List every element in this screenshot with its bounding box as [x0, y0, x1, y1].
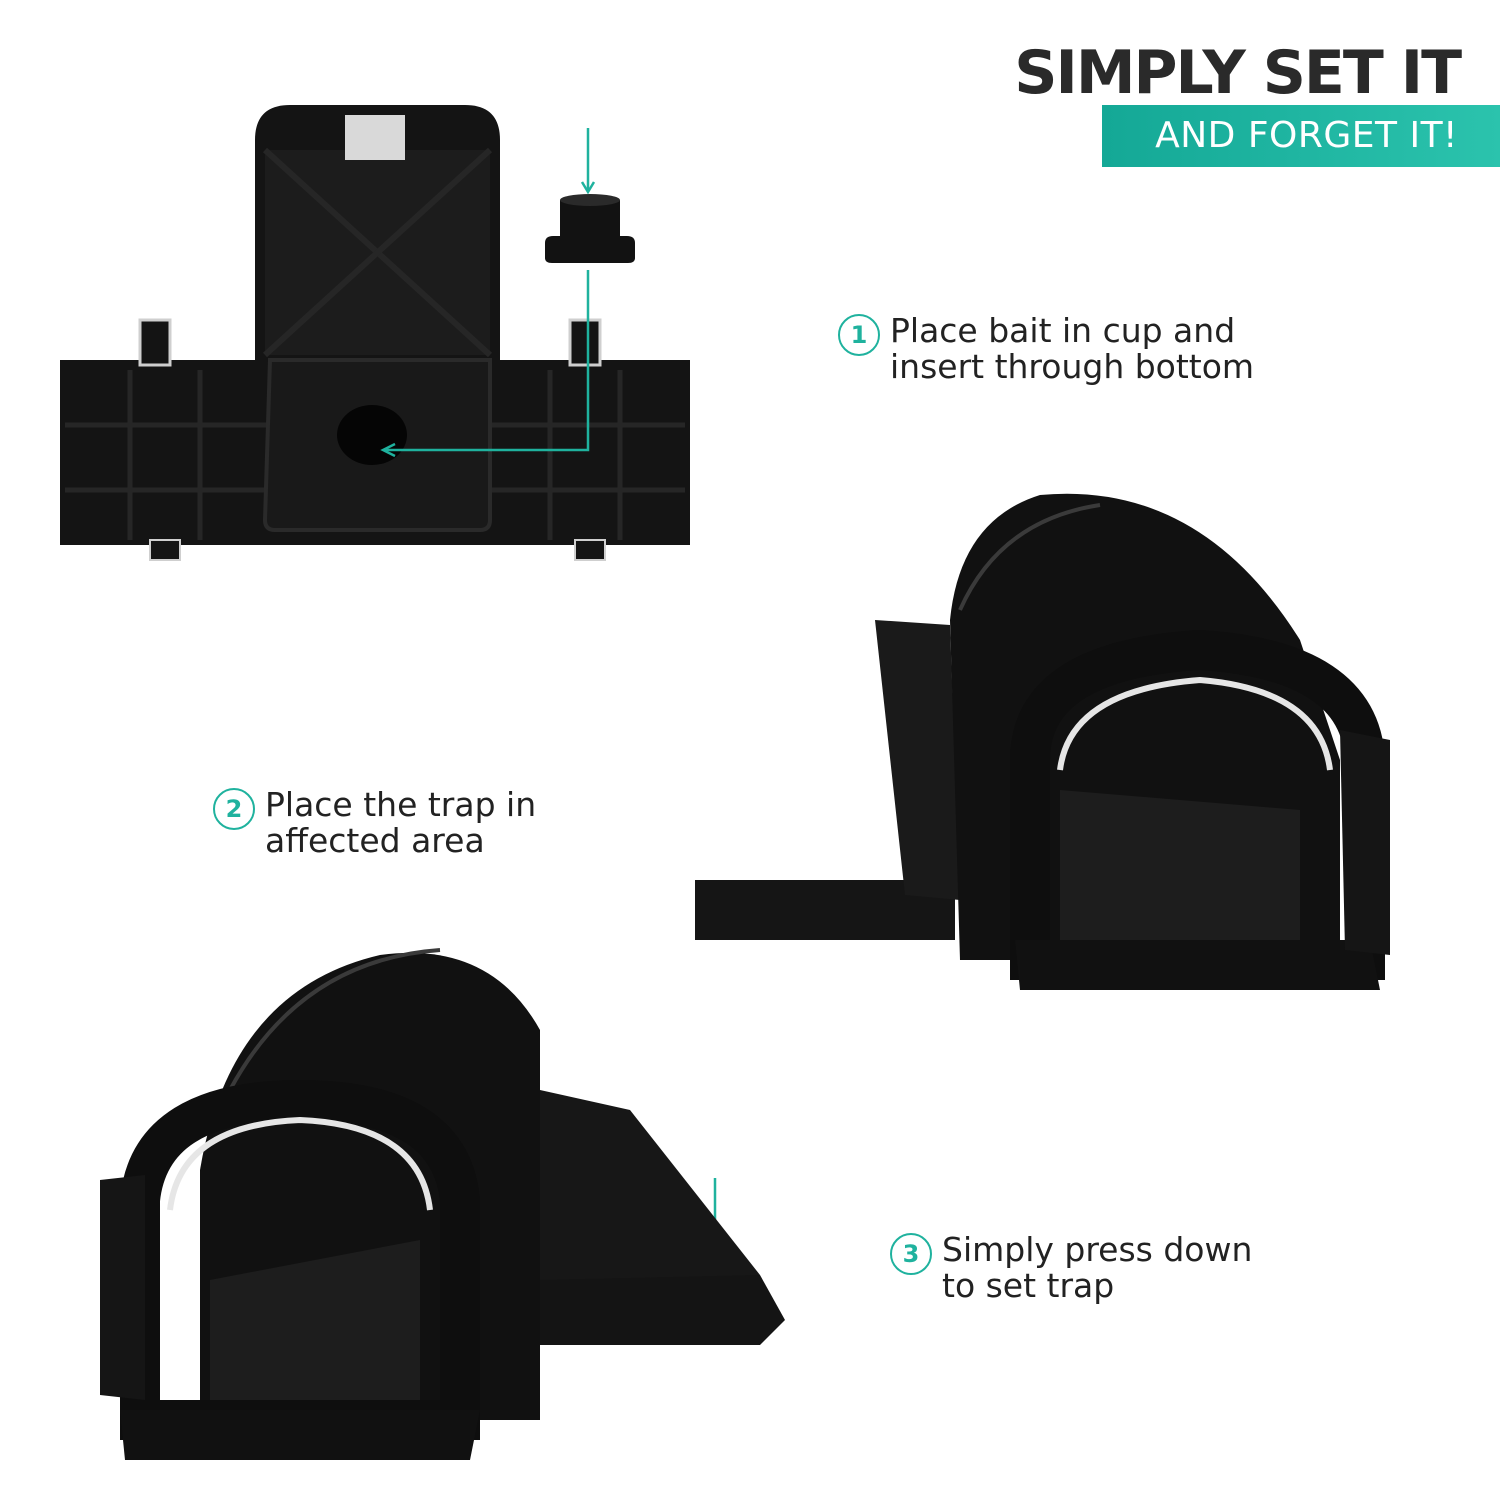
trap-bottom-view [60, 105, 690, 561]
subheadline-banner: AND FORGET IT! [1102, 105, 1500, 167]
step-1-line-2: insert through bottom [890, 347, 1255, 386]
bait-cup [545, 194, 635, 263]
step-2-line-2: affected area [265, 821, 485, 860]
step-1-number-badge: 1 [838, 314, 880, 356]
insert-arrow [380, 128, 596, 458]
subheadline: AND FORGET IT! [1155, 115, 1458, 156]
step-3-line-2: to set trap [942, 1266, 1115, 1305]
step-2-number-badge: 2 [213, 788, 255, 830]
step-2-text: Place the trap in affected area [265, 787, 536, 859]
headline: SIMPLY SET IT [1014, 38, 1462, 108]
step-3: 3 Simply press down to set trap [890, 1232, 1252, 1304]
step-2: 2 Place the trap in affected area [213, 787, 536, 859]
step-2-line-1: Place the trap in [265, 785, 537, 824]
step-1-text: Place bait in cup and insert through bot… [890, 313, 1254, 385]
step-1-line-1: Place bait in cup and [890, 311, 1236, 350]
step-3-number-badge: 3 [890, 1233, 932, 1275]
step-3-line-1: Simply press down [942, 1230, 1253, 1269]
trap-side-view-1 [695, 493, 1390, 990]
trap-side-view-2 [100, 948, 785, 1460]
step-1: 1 Place bait in cup and insert through b… [838, 313, 1254, 385]
step-3-text: Simply press down to set trap [942, 1232, 1252, 1304]
